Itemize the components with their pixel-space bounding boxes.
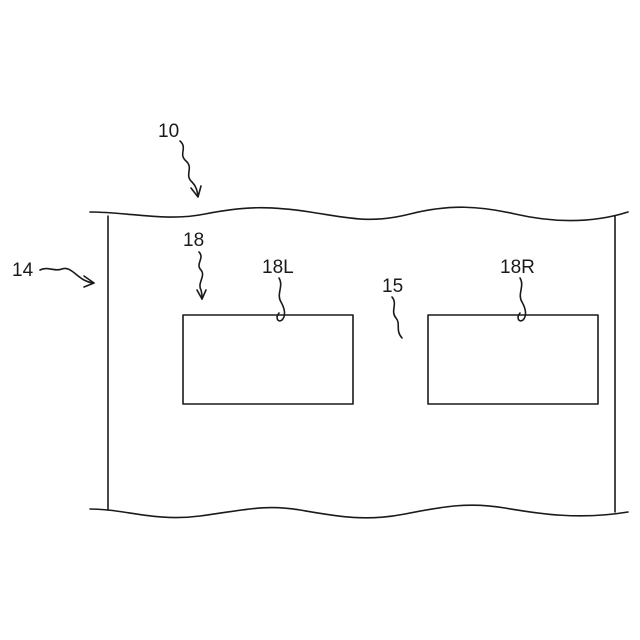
label-14: 14 — [12, 260, 34, 281]
leader-10 — [180, 141, 198, 196]
bottom-break-line — [90, 505, 628, 518]
label-15: 15 — [382, 276, 403, 297]
right-window-rect — [428, 315, 598, 404]
label-18R: 18R — [500, 257, 535, 278]
label-18L: 18L — [262, 257, 294, 278]
label-18: 18 — [183, 230, 204, 251]
leader-14 — [40, 268, 94, 283]
left-window-rect — [183, 315, 353, 404]
leader-18 — [199, 252, 203, 299]
leader-15 — [392, 297, 402, 338]
top-break-line — [90, 207, 628, 220]
label-10: 10 — [158, 121, 179, 142]
